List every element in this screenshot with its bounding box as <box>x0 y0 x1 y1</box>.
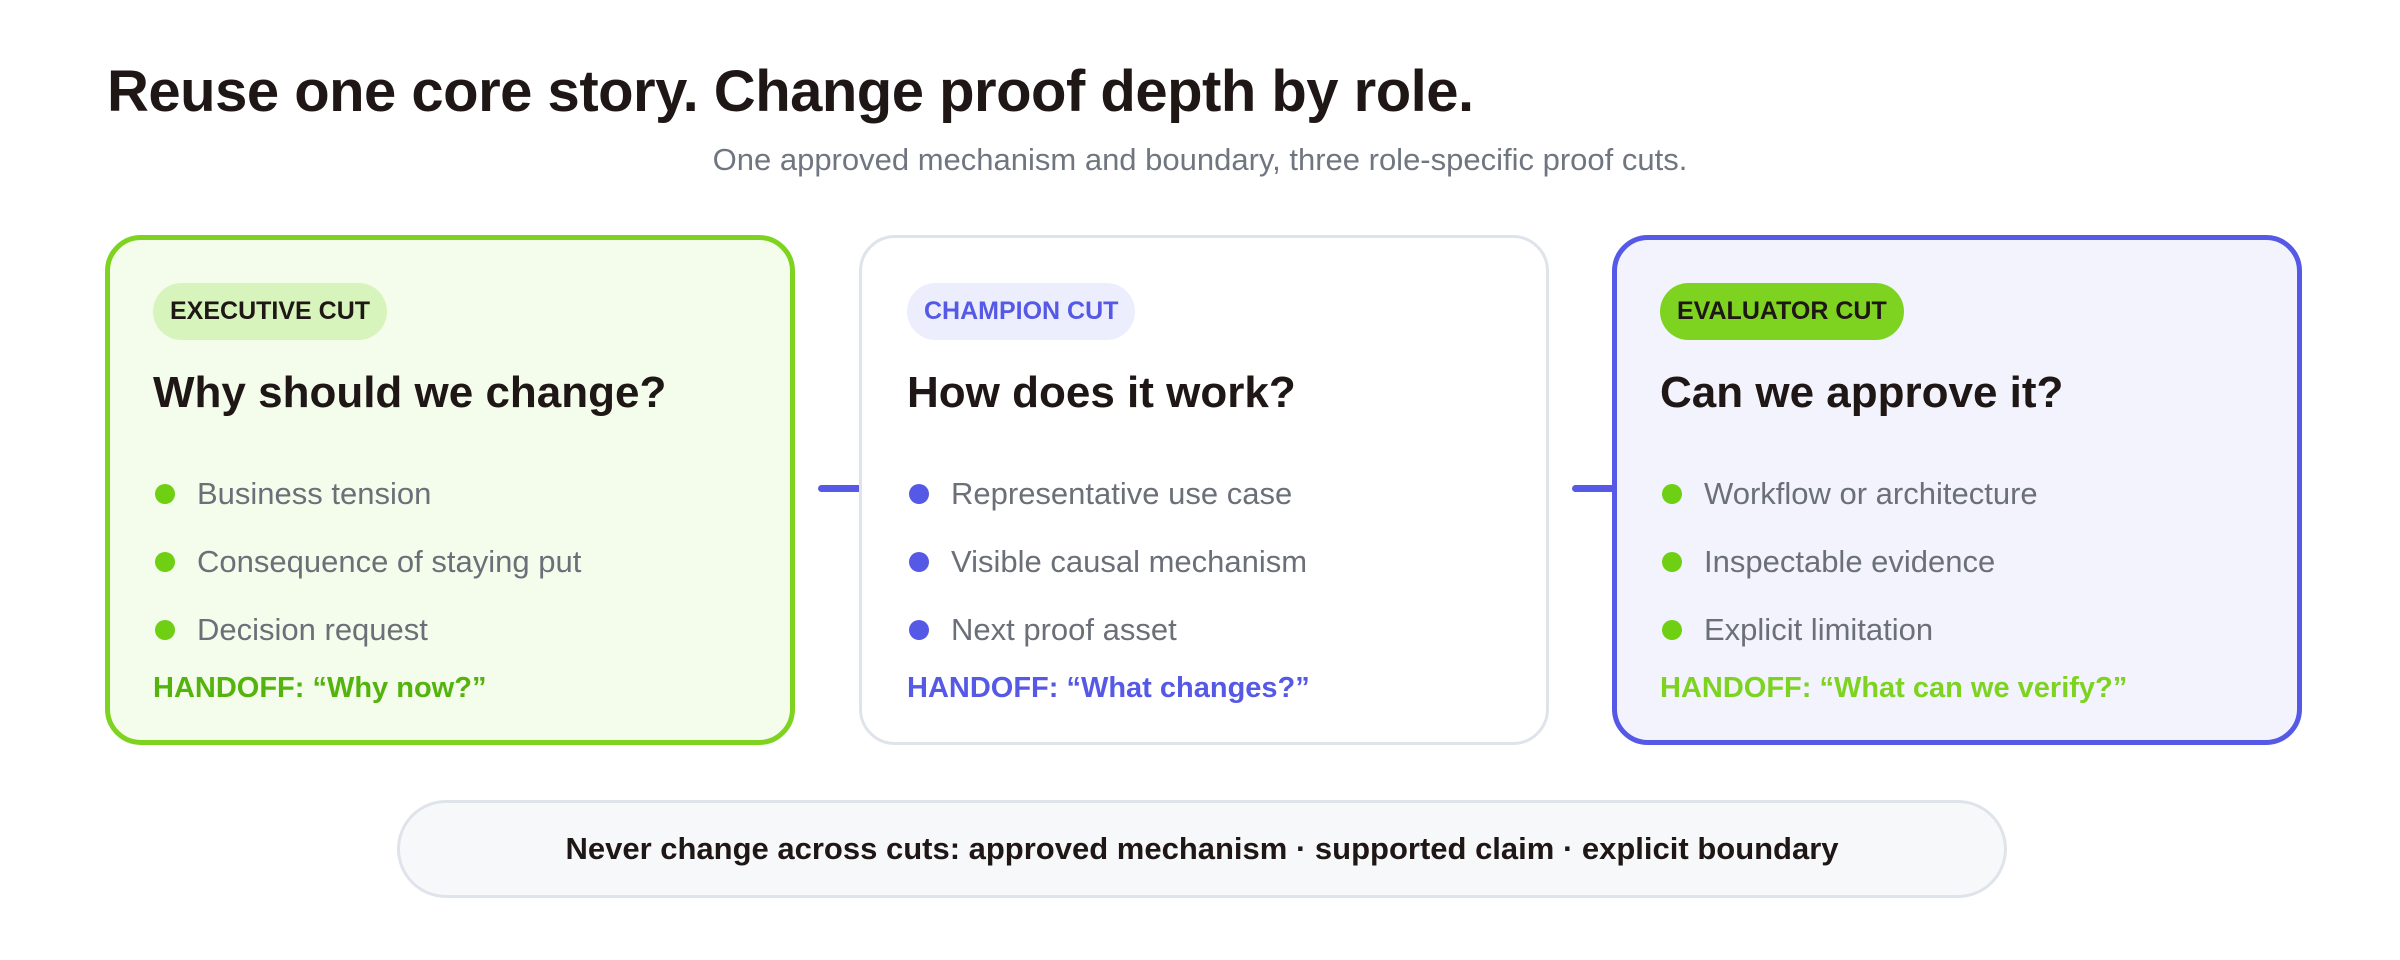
bullet-dot-icon <box>909 552 929 572</box>
evaluator-cut-handoff: HANDOFF: “What can we verify?” <box>1660 672 2128 704</box>
executive-cut-card: EXECUTIVE CUT Why should we change? Busi… <box>105 235 795 745</box>
list-item: Representative use case <box>907 460 1307 528</box>
list-item: Explicit limitation <box>1660 596 2038 664</box>
executive-cut-question: Why should we change? <box>153 368 667 417</box>
list-item-label: Inspectable evidence <box>1704 544 1996 579</box>
champion-cut-question: How does it work? <box>907 368 1296 417</box>
connector-executive-to-champion <box>818 485 864 492</box>
list-item-label: Business tension <box>197 476 432 511</box>
bullet-dot-icon <box>1662 620 1682 640</box>
list-item-label: Visible causal mechanism <box>951 544 1308 579</box>
bullet-dot-icon <box>1662 484 1682 504</box>
invariants-footer: Never change across cuts: approved mecha… <box>397 800 2007 898</box>
connector-champion-to-evaluator <box>1572 485 1618 492</box>
bullet-dot-icon <box>909 620 929 640</box>
champion-cut-handoff: HANDOFF: “What changes?” <box>907 672 1310 704</box>
evaluator-cut-question: Can we approve it? <box>1660 368 2064 417</box>
evaluator-cut-card: EVALUATOR CUT Can we approve it? Workflo… <box>1612 235 2302 745</box>
champion-cut-card: CHAMPION CUT How does it work? Represent… <box>859 235 1549 745</box>
list-item: Inspectable evidence <box>1660 528 2038 596</box>
list-item: Decision request <box>153 596 581 664</box>
bullet-dot-icon <box>909 484 929 504</box>
list-item-label: Workflow or architecture <box>1704 476 2038 511</box>
page-subtitle: One approved mechanism and boundary, thr… <box>712 142 1688 177</box>
list-item: Workflow or architecture <box>1660 460 2038 528</box>
bullet-dot-icon <box>155 484 175 504</box>
bullet-dot-icon <box>155 552 175 572</box>
champion-cut-list: Representative use case Visible causal m… <box>907 460 1307 664</box>
list-item: Visible causal mechanism <box>907 528 1307 596</box>
list-item-label: Next proof asset <box>951 612 1177 647</box>
page-title: Reuse one core story. Change proof depth… <box>107 59 1474 124</box>
list-item: Business tension <box>153 460 581 528</box>
list-item: Next proof asset <box>907 596 1307 664</box>
executive-cut-list: Business tension Consequence of staying … <box>153 460 581 664</box>
evaluator-cut-badge: EVALUATOR CUT <box>1660 283 1904 340</box>
list-item-label: Explicit limitation <box>1704 612 1934 647</box>
bullet-dot-icon <box>1662 552 1682 572</box>
evaluator-cut-list: Workflow or architecture Inspectable evi… <box>1660 460 2038 664</box>
list-item-label: Consequence of staying put <box>197 544 582 579</box>
list-item-label: Decision request <box>197 612 428 647</box>
champion-cut-badge: CHAMPION CUT <box>907 283 1136 340</box>
list-item-label: Representative use case <box>951 476 1293 511</box>
list-item: Consequence of staying put <box>153 528 581 596</box>
executive-cut-badge: EXECUTIVE CUT <box>153 283 388 340</box>
executive-cut-handoff: HANDOFF: “Why now?” <box>153 672 487 704</box>
bullet-dot-icon <box>155 620 175 640</box>
